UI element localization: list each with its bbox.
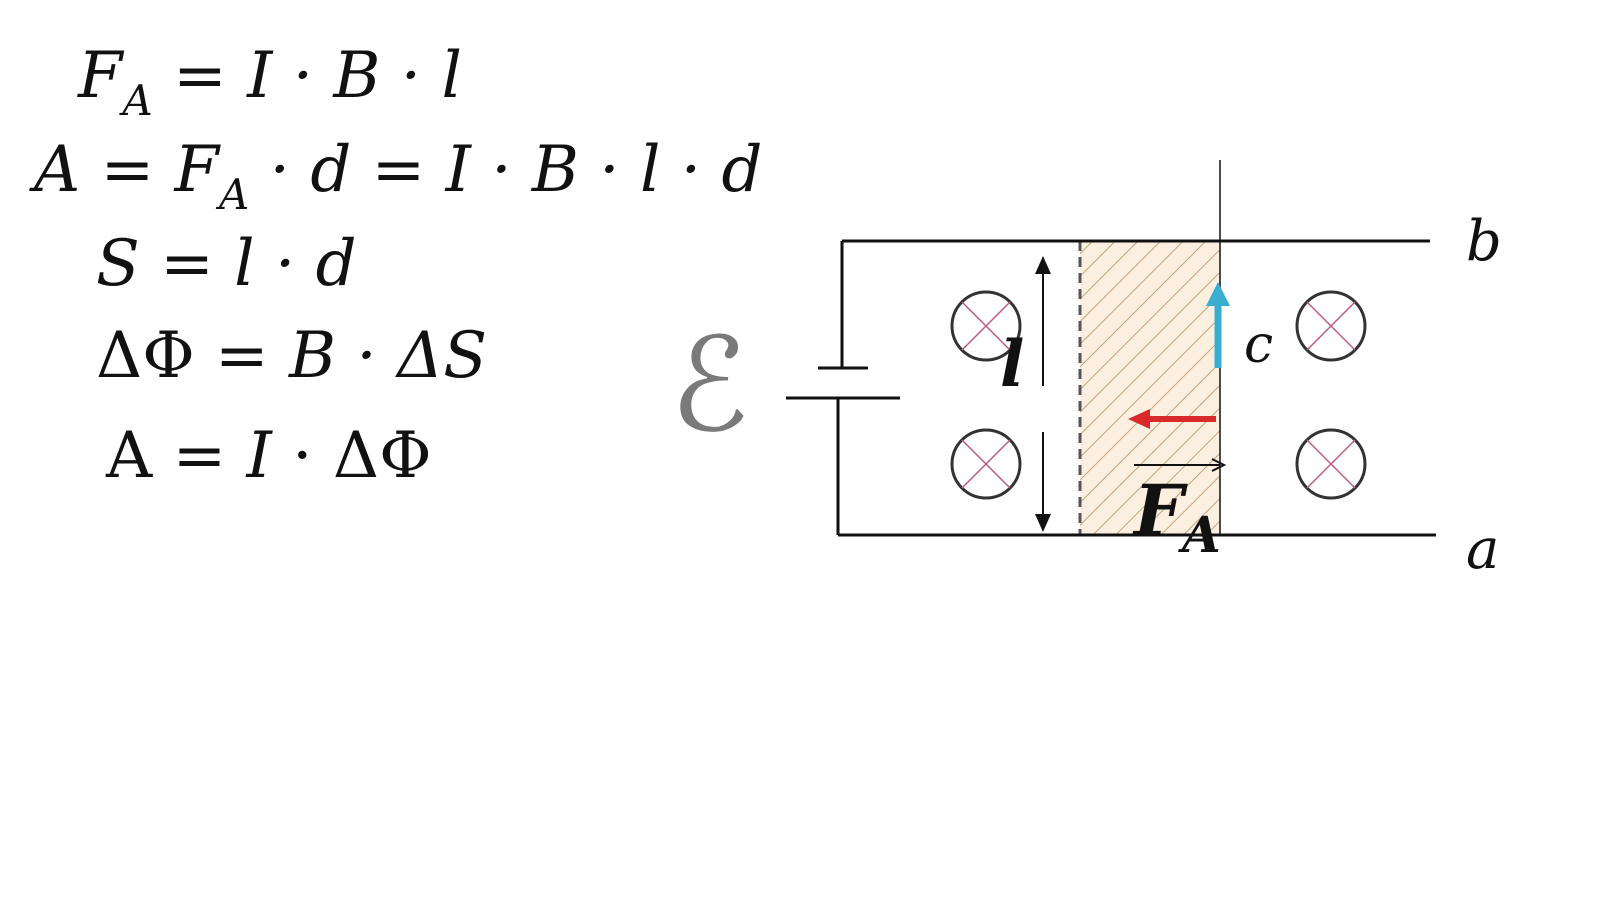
force-vector-bar-head [1211,458,1227,472]
formula-ampere-force: FA = I · B · l [78,44,462,122]
formula-ampere-force-lhs: F [78,39,123,113]
field-symbol-2 [950,428,1022,500]
formula-work-flux-c: · ΔΦ [271,419,432,493]
rail-a-label: a [1466,517,1499,582]
formula-flux-delta-s: ΔS [397,319,488,393]
formula-flux-change: ΔΦ = B · ΔS [96,324,487,388]
force-arrow-head [1128,409,1150,429]
length-label: l [1000,327,1024,402]
field-symbol-4 [1295,428,1367,500]
formula-work: A = FA · d = I · B · l · d [34,138,762,216]
formula-block: FA = I · B · l A = FA · d = I · B · l · … [0,0,780,560]
formula-work-sub: A [218,170,250,219]
emf-label: ℰ [670,309,749,461]
formula-work-part-b: · d = I · B · l · d [249,133,763,207]
swept-area [1080,241,1220,535]
formula-area: S = l · d [96,232,357,296]
force-label: F [1132,469,1188,552]
field-symbol-1 [950,290,1022,362]
formula-ampere-force-rhs: = I · B · l [152,39,462,113]
formula-work-flux: A = I · ΔΦ [106,424,432,488]
circuit-svg: ℰ l c b a F A [670,160,1502,582]
formula-area-text: S = l · d [96,227,357,301]
force-label-sub: A [1178,505,1221,564]
circuit-diagram: ℰ l c b a F A [650,140,1550,600]
point-c-label: c [1244,315,1273,375]
formula-work-flux-b: I [246,419,272,493]
field-symbol-3 [1295,290,1367,362]
current-arrow-head [1206,282,1230,306]
formula-ampere-force-sub: A [122,76,153,125]
rail-b-label: b [1466,209,1502,274]
formula-flux-mid: = B · [194,319,398,393]
formula-work-part-a: A = F [34,133,219,207]
formula-work-flux-a: A = [106,419,247,493]
formula-flux-delta-phi: ΔΦ [96,319,195,393]
